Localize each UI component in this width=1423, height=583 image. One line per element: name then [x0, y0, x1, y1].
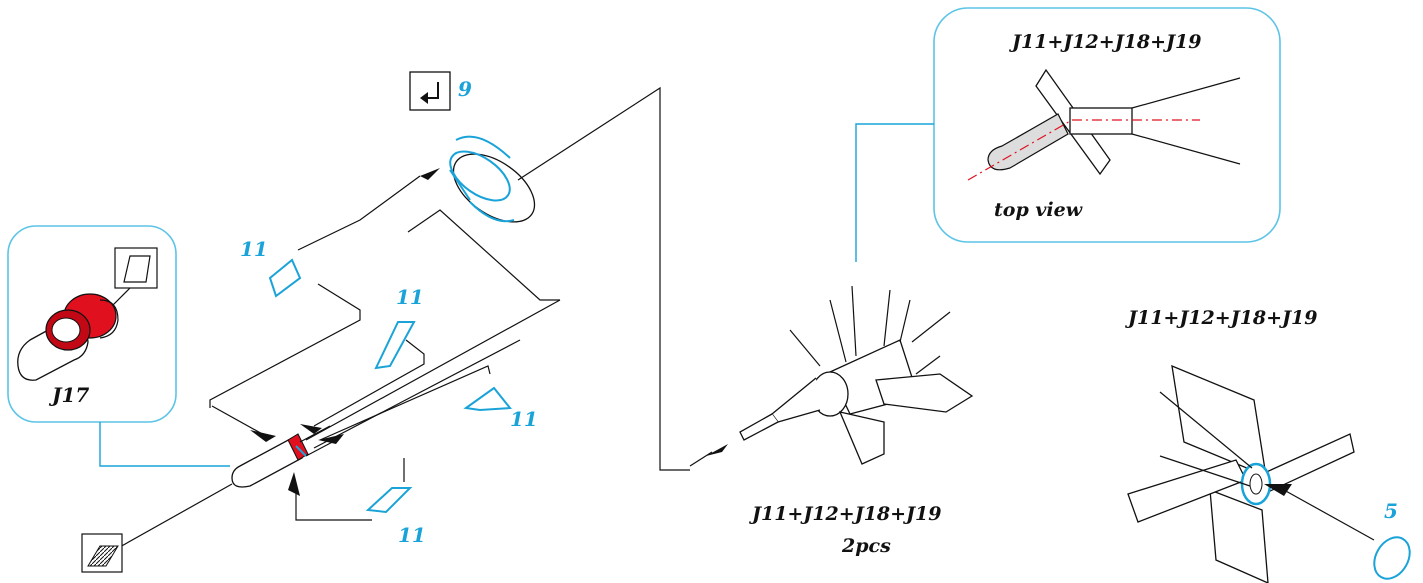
part-11-b	[374, 321, 416, 370]
center-qty: 2pcs	[841, 535, 891, 557]
right-title: J11+J12+J18+J19	[1125, 307, 1317, 329]
part-5-label: 5	[1384, 499, 1398, 523]
part-11-b-label: 11	[396, 285, 424, 309]
ring-part	[449, 135, 536, 223]
top-view-inset	[855, 7, 1281, 262]
parallelogram-icon	[114, 247, 158, 289]
part-11-c-label: 11	[510, 407, 538, 431]
part-11-a-label: 11	[240, 237, 268, 261]
part-11-c	[463, 386, 512, 412]
step-number: 9	[458, 77, 472, 101]
missile-assembly	[689, 285, 974, 467]
return-arrow-icon	[409, 71, 451, 111]
part-11-d-label: 11	[398, 523, 426, 547]
j17-label: J17	[48, 383, 89, 407]
part-5	[1373, 536, 1411, 580]
part-11-a	[268, 258, 302, 298]
center-label: J11+J12+J18+J19	[749, 503, 941, 525]
tube-part	[231, 425, 341, 488]
cross-fin-assembly	[1127, 364, 1355, 583]
j17-inset	[7, 225, 177, 423]
part-11-d	[365, 487, 413, 514]
parallelogram-icon-shape	[123, 255, 151, 283]
top-view-title: J11+J12+J18+J19	[1009, 31, 1201, 53]
j17-leader	[99, 422, 230, 467]
top-view-caption: top view	[994, 199, 1083, 221]
